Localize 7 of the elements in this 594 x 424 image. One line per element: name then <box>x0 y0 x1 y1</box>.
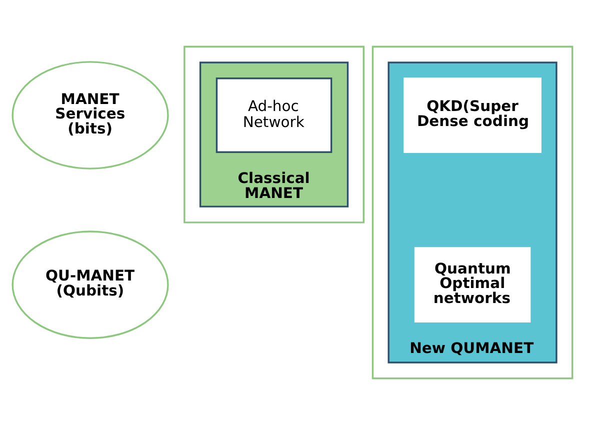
cluster <box>184 45 364 223</box>
node-ellipse: MANET Services (bits) <box>12 60 169 169</box>
node-box: Quantum Optimal networks <box>414 246 531 322</box>
node-box: Ad-hoc Network <box>216 77 332 152</box>
cluster <box>372 45 574 379</box>
node-box: QKD(Super Dense coding <box>404 77 542 152</box>
node-ellipse: QU-MANET (Qubits) <box>12 230 169 338</box>
